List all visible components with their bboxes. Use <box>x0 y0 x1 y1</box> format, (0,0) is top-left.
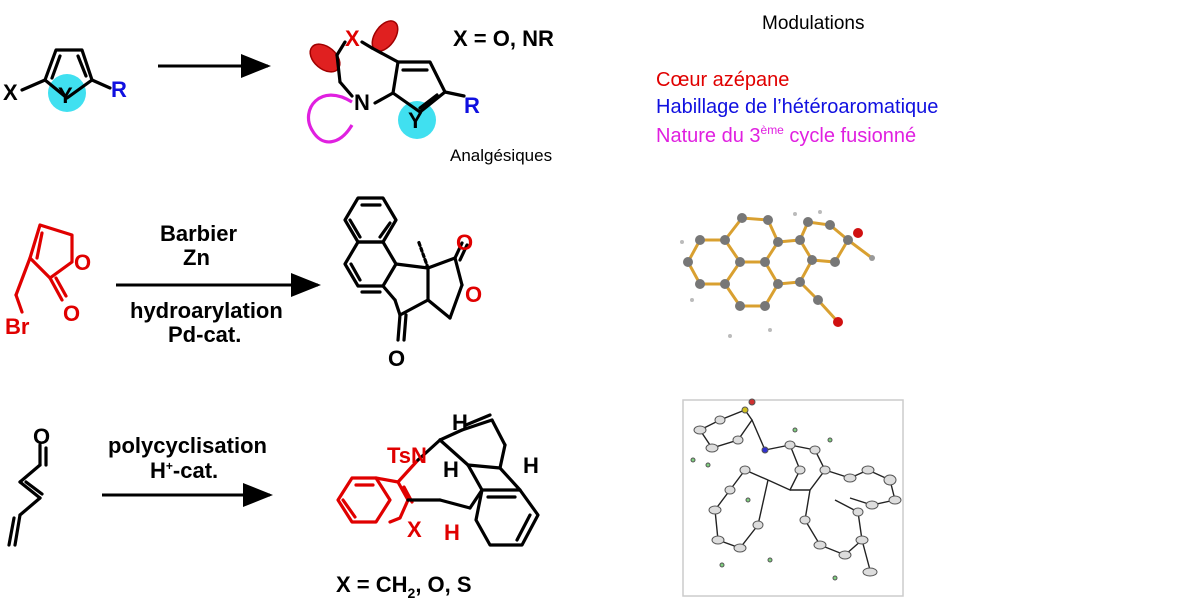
product-nitrogen: N <box>354 90 370 115</box>
hydrogen-top: H <box>452 410 468 435</box>
hydrogen-right: H <box>523 453 539 478</box>
furan-heteroatom-x: X <box>407 517 422 542</box>
modulations-title: Modulations <box>762 13 864 34</box>
x-definition-row1: X = O, NR <box>453 26 554 51</box>
bromine: Br <box>5 314 30 339</box>
xray-structure-row2 <box>686 216 873 324</box>
condition-acid-cat: H+-cat. <box>150 458 218 483</box>
product-substituent-r: R <box>464 93 480 118</box>
heteroatom-highlight <box>398 101 436 139</box>
condition-zn: Zn <box>183 245 210 270</box>
xray-atoms-row3 <box>690 398 902 581</box>
x-definition-row3: X = CH2, O, S <box>336 572 472 601</box>
row1-product: X N Y R <box>306 20 480 144</box>
row3-starting-material: O <box>7 424 50 547</box>
modulation-third-ring: Nature du 3ème cycle fusionné <box>656 123 916 147</box>
lactone-carbonyl-oxygen: O <box>63 301 80 326</box>
xray-frame-row3 <box>682 399 904 597</box>
substituent-r: R <box>111 77 127 102</box>
product-heteroatom-x: X <box>345 26 360 51</box>
row3-product: TsN H H H H X <box>336 410 540 547</box>
product-ketone-oxygen: O <box>388 346 405 371</box>
heteroatom-highlight <box>48 74 86 112</box>
condition-hydroarylation: hydroarylation <box>130 298 283 323</box>
condition-pd-cat: Pd-cat. <box>168 322 241 347</box>
xray-atoms-row2 <box>680 210 875 338</box>
lactone-ring-oxygen: O <box>74 250 91 275</box>
product-carbonyl-oxygen-1: O <box>456 230 473 255</box>
row2-starting-material: O O Br <box>5 223 91 339</box>
modulation-azepane-core: Cœur azépane <box>656 69 789 91</box>
condition-polycyclisation: polycyclisation <box>108 433 267 458</box>
product-heteroatom-y: Y <box>408 108 423 133</box>
substituent-x: X <box>3 80 18 105</box>
hydrogen-center: H <box>443 457 459 482</box>
aldehyde-oxygen: O <box>33 424 50 449</box>
heteroatom-y: Y <box>58 83 73 108</box>
row2-product: O O O <box>343 196 482 371</box>
modulation-heteroaromatic: Habillage de l’hétéroaromatique <box>656 96 938 118</box>
product-ring-oxygen: O <box>465 282 482 307</box>
hydrogen-bottom: H <box>444 520 460 545</box>
caption-analgesics: Analgésiques <box>450 146 552 165</box>
row1-starting-material: X Y R <box>3 48 127 112</box>
condition-barbier: Barbier <box>160 221 237 246</box>
tosylamide-nitrogen: TsN <box>387 443 427 468</box>
